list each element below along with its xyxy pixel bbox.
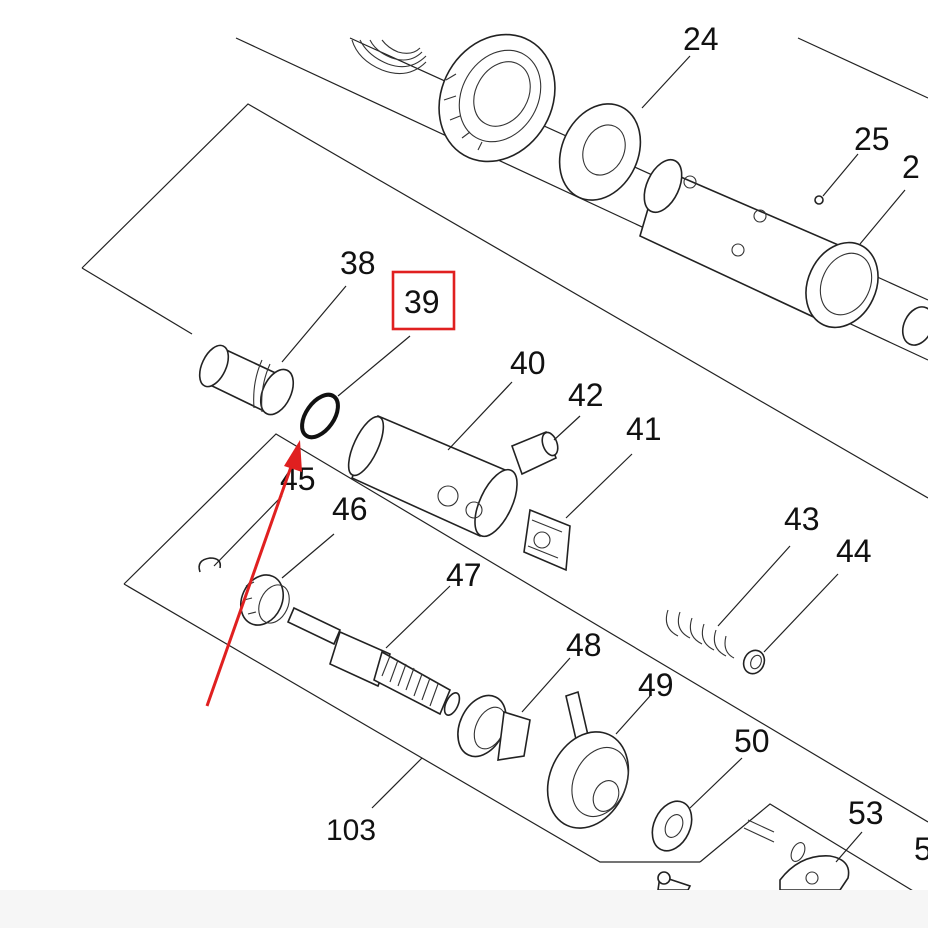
part-gear-ring — [438, 33, 556, 163]
part-48-cam: 48 — [457, 627, 602, 761]
part-43-spring: 43 — [665, 501, 820, 659]
part-50-washer: 50 — [651, 723, 770, 852]
label-53: 53 — [848, 795, 884, 831]
label-25: 25 — [854, 121, 890, 157]
part-45-clip: 45 — [198, 461, 316, 573]
part-41-clip: 41 — [523, 411, 662, 572]
label-44: 44 — [836, 533, 872, 569]
label-48: 48 — [566, 627, 602, 663]
label-42: 42 — [568, 377, 604, 413]
part-39-oring[interactable]: 39 — [295, 270, 456, 444]
part-spring-top — [351, 39, 427, 75]
label-26: 2 — [902, 149, 920, 185]
part-38-cap: 38 — [198, 245, 376, 416]
part-screw-bottom — [657, 871, 692, 891]
part-24-plate: 24 — [558, 21, 719, 201]
label-47: 47 — [446, 557, 482, 593]
part-49-lever: 49 — [546, 667, 674, 829]
part-25-pin: 25 — [814, 121, 890, 205]
label-24: 24 — [683, 21, 719, 57]
oring-39[interactable] — [295, 388, 345, 443]
label-40: 40 — [510, 345, 546, 381]
label-38: 38 — [340, 245, 376, 281]
label-103: 103 — [326, 814, 376, 847]
bottom-band — [0, 890, 928, 928]
assembly-103: 103 — [326, 757, 423, 847]
part-44-ring: 44 — [742, 533, 872, 675]
label-5x: 5 — [914, 831, 928, 867]
label-49: 49 — [638, 667, 674, 703]
highlight-box-39 — [391, 270, 456, 331]
label-50: 50 — [734, 723, 770, 759]
part-47-shaft: 47 — [286, 557, 482, 716]
frame-lines — [81, 37, 928, 901]
part-53-bracket: 53 5 — [743, 795, 928, 891]
label-39: 39 — [404, 284, 440, 320]
part-42-pin: 42 — [510, 377, 604, 476]
part-26-cylinder: 2 — [639, 149, 928, 346]
label-43: 43 — [784, 501, 820, 537]
part-46-gear: 46 — [240, 491, 368, 626]
highlight-arrow — [205, 440, 302, 707]
label-41: 41 — [626, 411, 662, 447]
part-40-sleeve: 40 — [347, 345, 546, 538]
label-46: 46 — [332, 491, 368, 527]
